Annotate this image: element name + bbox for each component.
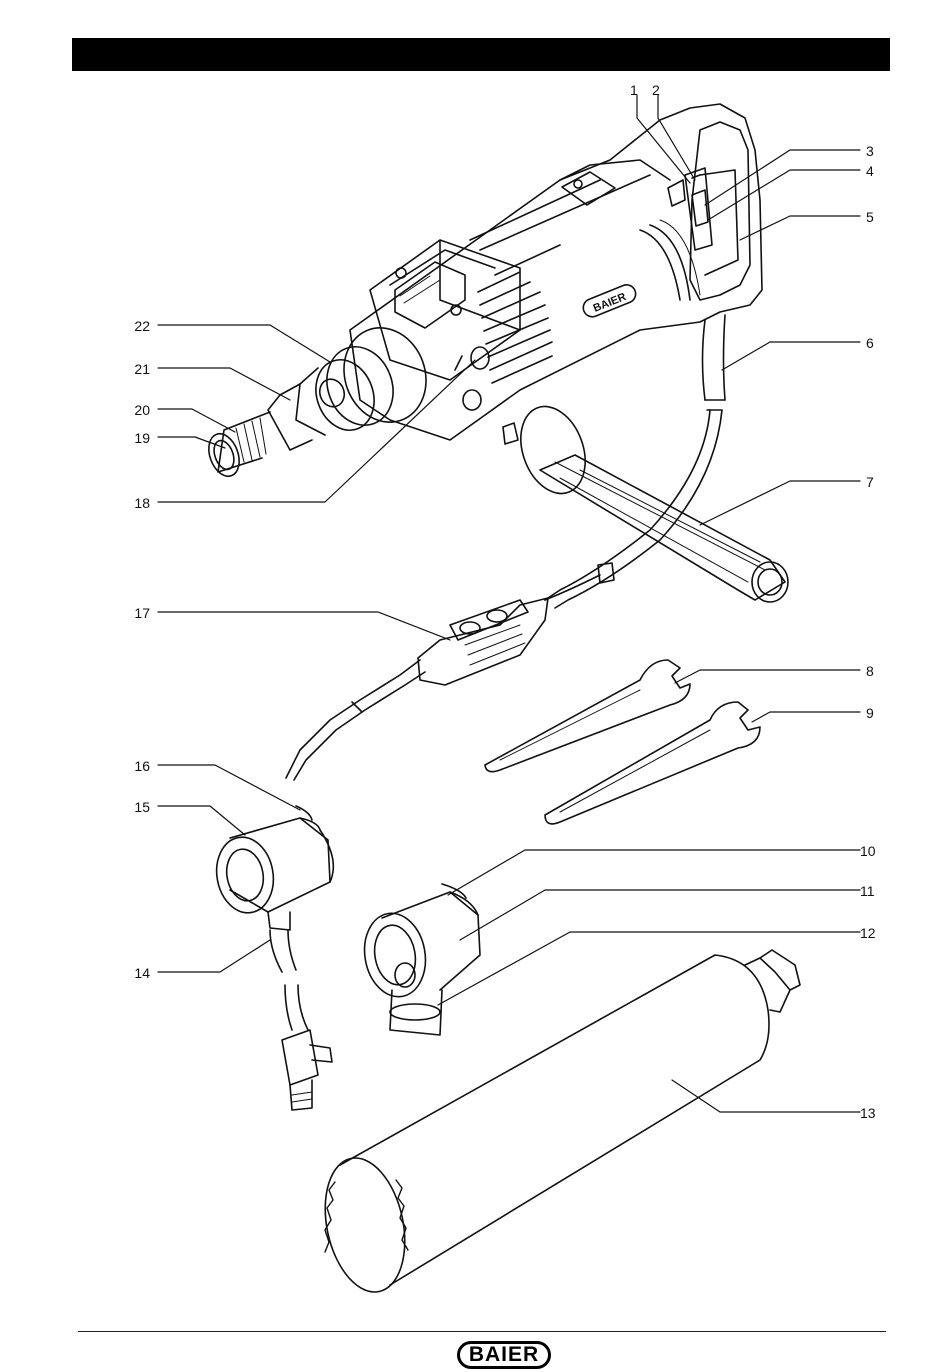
water-swivel xyxy=(211,806,334,1110)
callout-16: 16 xyxy=(120,758,150,774)
wrenches xyxy=(485,660,760,824)
callout-8: 8 xyxy=(866,663,874,679)
callout-3: 3 xyxy=(866,143,874,159)
callout-19: 19 xyxy=(120,430,150,446)
core-bit-adapter xyxy=(358,884,480,1035)
callout-7: 7 xyxy=(866,474,874,490)
footer-rule xyxy=(78,1331,886,1332)
safety-switch xyxy=(286,563,614,780)
callout-6: 6 xyxy=(866,335,874,351)
callout-9: 9 xyxy=(866,705,874,721)
brand-logo: BAIER xyxy=(457,1341,551,1369)
drill-motor: BAIER xyxy=(203,104,762,608)
callout-14: 14 xyxy=(120,965,150,981)
callout-10: 10 xyxy=(860,843,876,859)
callout-20: 20 xyxy=(120,402,150,418)
callout-17: 17 xyxy=(120,605,150,621)
core-bit xyxy=(314,950,800,1299)
callout-11: 11 xyxy=(860,883,875,899)
callout-13: 13 xyxy=(860,1105,876,1121)
callout-21: 21 xyxy=(120,361,150,377)
callout-22: 22 xyxy=(120,318,150,334)
callout-15: 15 xyxy=(120,799,150,815)
callout-5: 5 xyxy=(866,209,874,225)
callout-12: 12 xyxy=(860,925,876,941)
callout-4: 4 xyxy=(866,163,874,179)
side-handle xyxy=(503,397,788,602)
callout-2: 2 xyxy=(652,82,660,98)
callout-1: 1 xyxy=(630,82,638,98)
callout-18: 18 xyxy=(120,495,150,511)
